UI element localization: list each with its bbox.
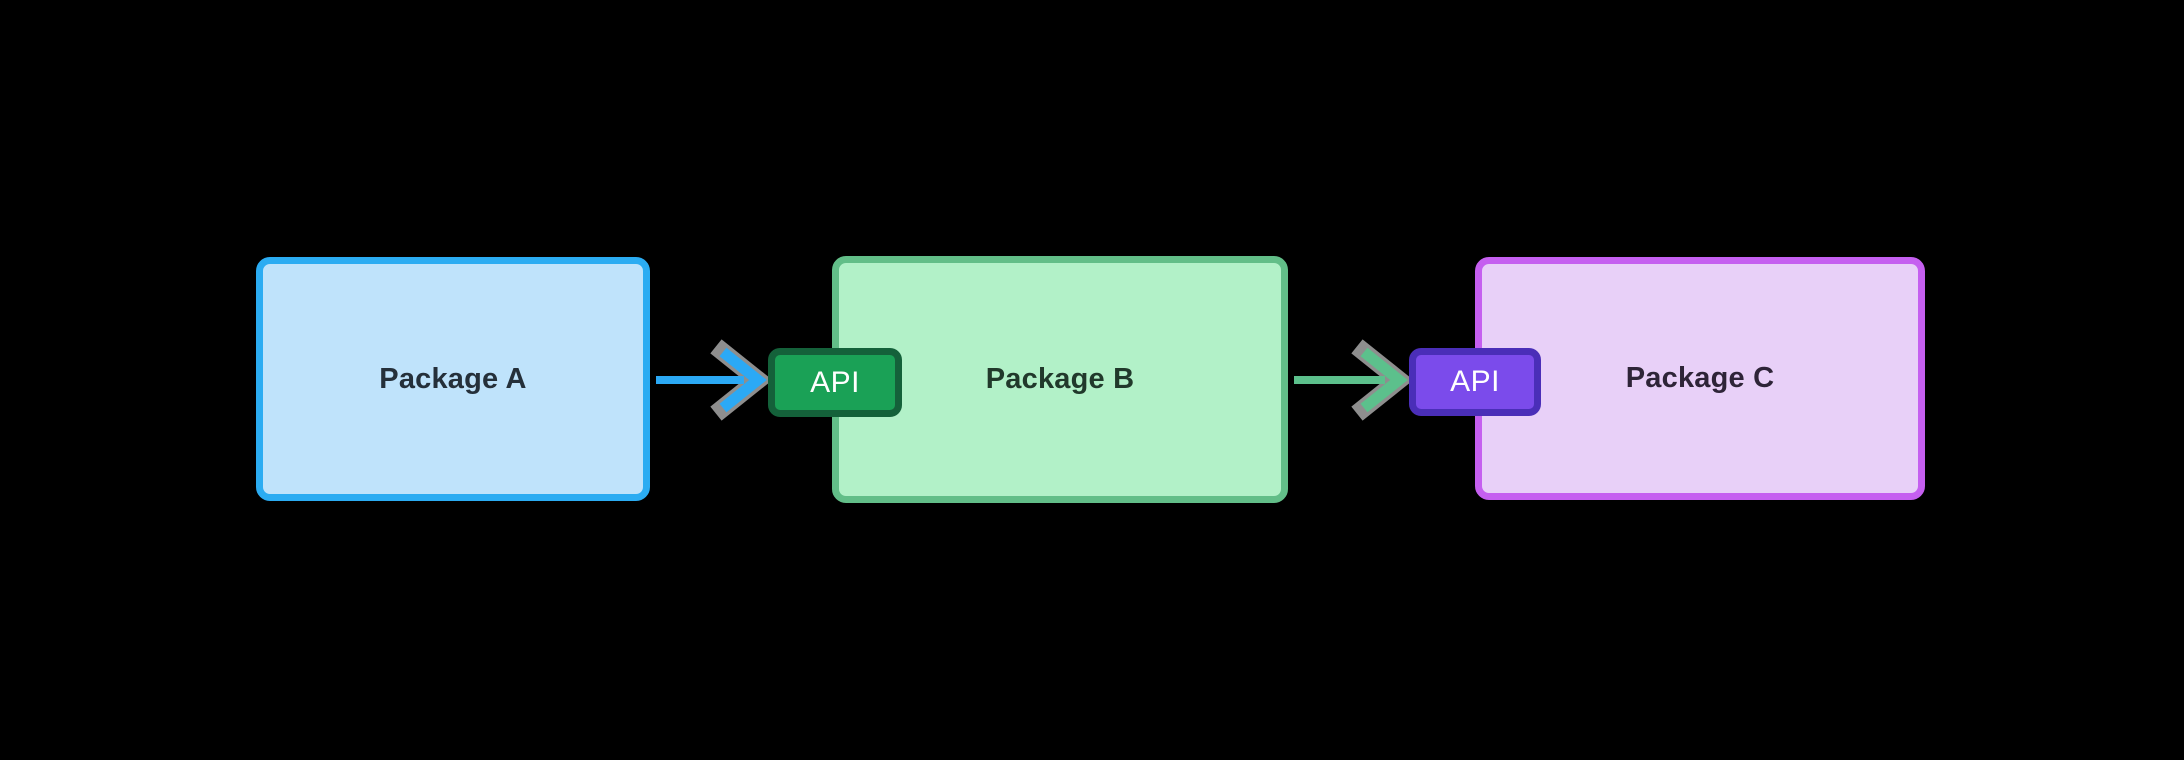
node-package-c-label: Package C <box>1625 362 1775 394</box>
arrow-b-to-c-head <box>1360 347 1408 413</box>
api-badge-package-b: API <box>768 348 902 417</box>
api-badge-package-c: API <box>1409 348 1541 416</box>
api-badge-package-c-label: API <box>1450 365 1500 398</box>
arrow-a-to-b-icon <box>656 339 773 421</box>
arrow-a-to-b-head <box>719 347 767 413</box>
node-package-c: Package C <box>1475 257 1925 500</box>
node-package-b: Package B <box>832 256 1288 503</box>
arrow-b-to-c-icon <box>1294 339 1414 421</box>
node-package-b-label: Package B <box>985 363 1135 395</box>
node-package-a: Package A <box>256 257 650 501</box>
node-package-a-label: Package A <box>379 362 527 395</box>
api-badge-package-b-label: API <box>810 365 860 399</box>
